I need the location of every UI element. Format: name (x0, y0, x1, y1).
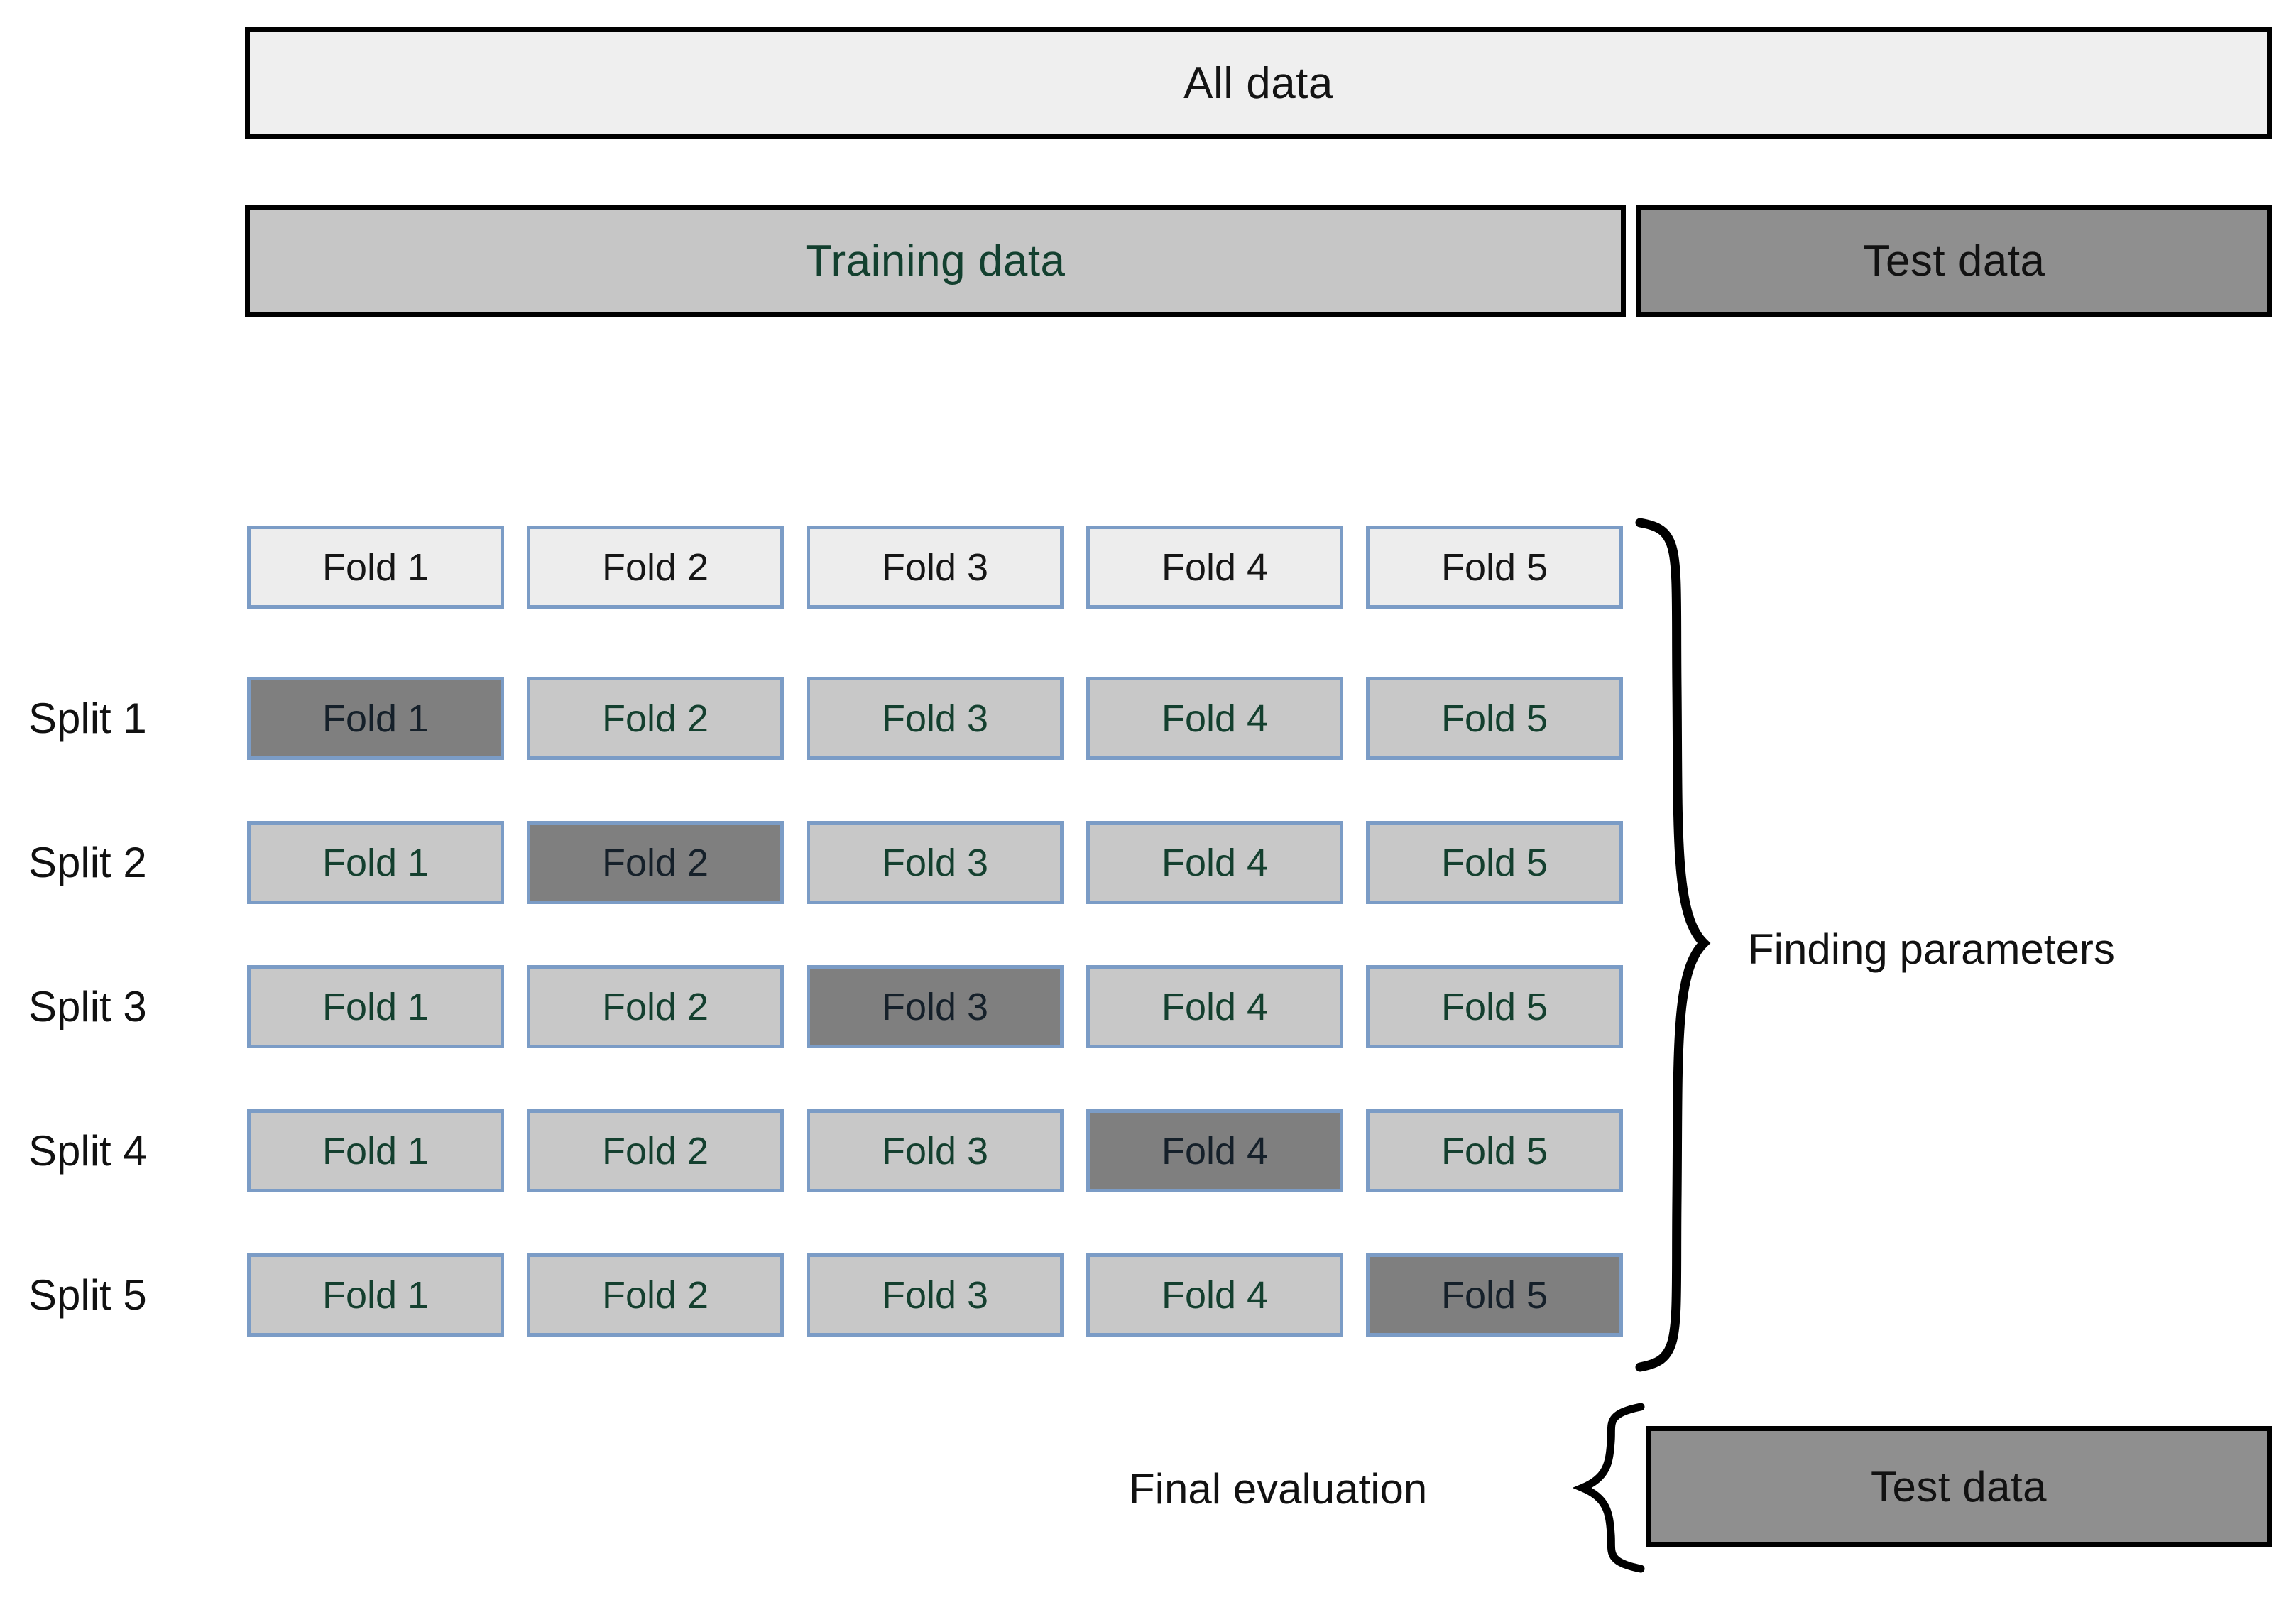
test-data-bar-top: Test data (1636, 205, 2272, 317)
finding-parameters-label: Finding parameters (1748, 925, 2115, 973)
fold-cell-training: Fold 5 (1366, 821, 1623, 904)
fold-cell-training: Fold 4 (1086, 1253, 1343, 1337)
fold-header-cell: Fold 3 (807, 526, 1064, 609)
split-row-label: Split 3 (28, 983, 147, 1030)
split-row-label: Split 5 (28, 1271, 147, 1319)
fold-cell-validation: Fold 5 (1366, 1253, 1623, 1337)
training-data-bar: Training data (245, 205, 1626, 317)
test-data-bar-final: Test data (1646, 1426, 2272, 1547)
split-row-label: Split 2 (28, 839, 147, 886)
fold-header-cell: Fold 2 (527, 526, 784, 609)
fold-cell-training: Fold 4 (1086, 821, 1343, 904)
fold-cell-training: Fold 1 (247, 821, 504, 904)
fold-cell-training: Fold 4 (1086, 677, 1343, 760)
fold-cell-training: Fold 5 (1366, 1109, 1623, 1192)
fold-cell-training: Fold 1 (247, 1109, 504, 1192)
fold-cell-training: Fold 1 (247, 1253, 504, 1337)
fold-cell-training: Fold 3 (807, 1109, 1064, 1192)
final-evaluation-brace-icon (1573, 1403, 1645, 1573)
fold-cell-validation: Fold 2 (527, 821, 784, 904)
split-row-label: Split 1 (28, 695, 147, 742)
fold-header-cell: Fold 5 (1366, 526, 1623, 609)
fold-cell-training: Fold 3 (807, 677, 1064, 760)
fold-cell-training: Fold 4 (1086, 965, 1343, 1048)
fold-header-cell: Fold 1 (247, 526, 504, 609)
final-evaluation-label: Final evaluation (1129, 1465, 1428, 1513)
fold-cell-validation: Fold 4 (1086, 1109, 1343, 1192)
fold-cell-training: Fold 2 (527, 677, 784, 760)
fold-cell-validation: Fold 1 (247, 677, 504, 760)
fold-cell-training: Fold 5 (1366, 677, 1623, 760)
fold-cell-training: Fold 1 (247, 965, 504, 1048)
fold-cell-training: Fold 2 (527, 1109, 784, 1192)
fold-cell-validation: Fold 3 (807, 965, 1064, 1048)
fold-cell-training: Fold 5 (1366, 965, 1623, 1048)
finding-parameters-brace-icon (1635, 518, 1711, 1372)
fold-cell-training: Fold 3 (807, 1253, 1064, 1337)
fold-cell-training: Fold 2 (527, 965, 784, 1048)
fold-cell-training: Fold 3 (807, 821, 1064, 904)
fold-cell-training: Fold 2 (527, 1253, 784, 1337)
split-row-label: Split 4 (28, 1127, 147, 1175)
fold-header-cell: Fold 4 (1086, 526, 1343, 609)
all-data-bar: All data (245, 27, 2272, 139)
